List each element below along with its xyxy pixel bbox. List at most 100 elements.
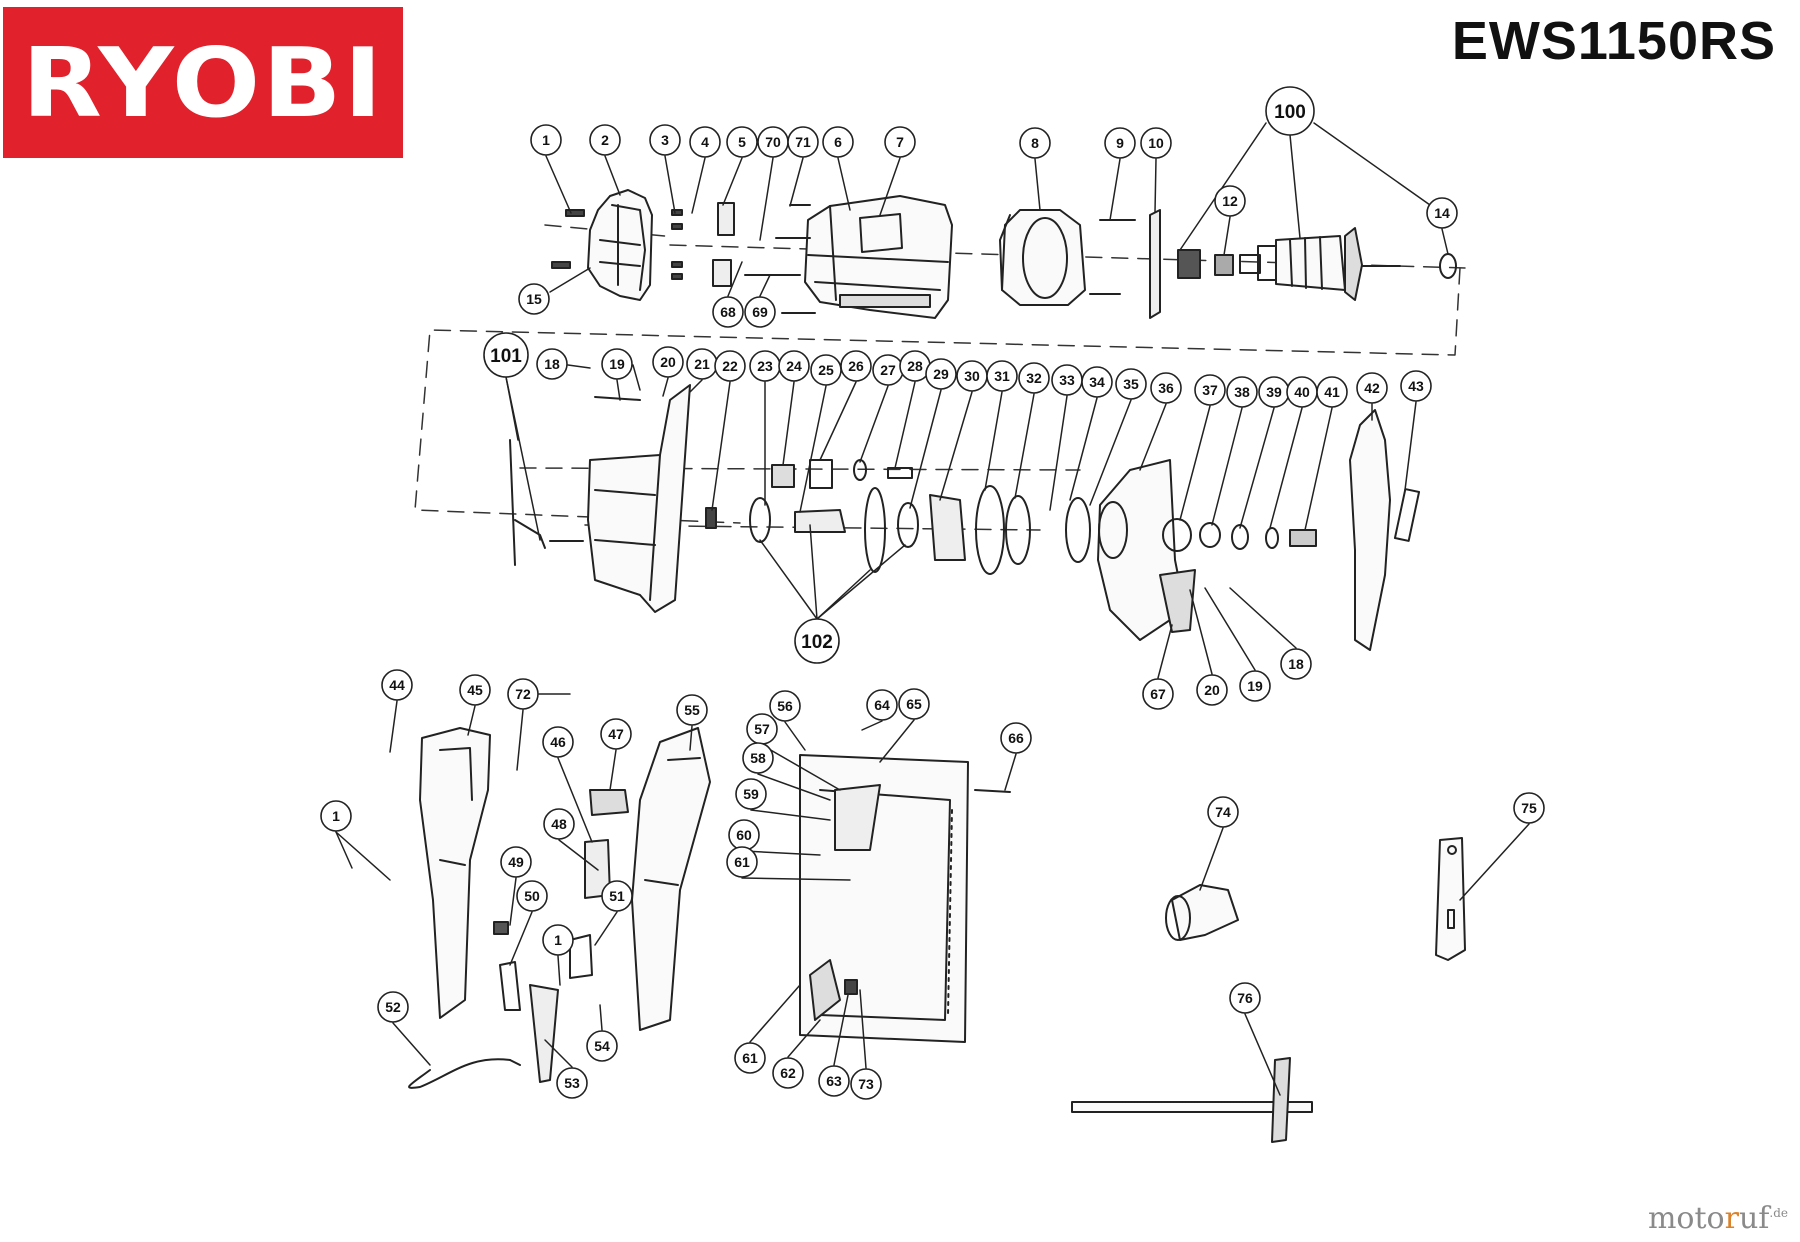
armature-part — [1177, 227, 1457, 301]
callout-circle — [744, 296, 776, 328]
dust-adapter-part — [1165, 884, 1239, 941]
callout-c101: 101 — [483, 332, 529, 378]
brush-holders-part — [712, 202, 735, 287]
callout-number: 48 — [551, 816, 567, 832]
callout-c28: 28 — [899, 350, 931, 382]
callout-circle — [1207, 796, 1239, 828]
callout-c24: 24 — [778, 350, 810, 382]
leader-line — [544, 1039, 573, 1068]
callout-c18b: 18 — [1280, 648, 1312, 680]
callout-number: 25 — [818, 362, 834, 378]
leader-line — [662, 377, 669, 397]
callout-c1b: 1 — [320, 800, 352, 832]
leader-line — [879, 719, 915, 763]
leader-line — [749, 984, 801, 1043]
leader-line — [691, 157, 706, 214]
callout-number: 12 — [1222, 193, 1238, 209]
leader-line — [557, 955, 561, 986]
callout-number: 1 — [554, 932, 562, 948]
callout-c71: 71 — [787, 126, 819, 158]
callout-c1: 1 — [530, 124, 562, 156]
leader-line — [1157, 624, 1173, 679]
callout-number: 14 — [1434, 205, 1450, 221]
leader-line — [335, 831, 391, 881]
callout-circle — [818, 1065, 850, 1097]
callout-c15: 15 — [518, 283, 550, 315]
callout-circle — [1426, 197, 1458, 229]
callout-number: 3 — [661, 132, 669, 148]
callout-c41: 41 — [1316, 376, 1348, 408]
callout-c65: 65 — [898, 688, 930, 720]
callout-c43: 43 — [1400, 370, 1432, 402]
callout-number: 33 — [1059, 372, 1075, 388]
callout-c1c: 1 — [542, 924, 574, 956]
callout-circle — [542, 726, 574, 758]
screws-top-left — [551, 209, 683, 280]
leader-line — [787, 1019, 821, 1058]
callout-c4: 4 — [689, 126, 721, 158]
callout-number: 20 — [1204, 682, 1220, 698]
leader-line — [819, 381, 857, 461]
callout-c27: 27 — [872, 354, 904, 386]
leader-line — [1404, 401, 1417, 491]
callout-number: 100 — [1274, 102, 1306, 123]
callout-number: 44 — [389, 677, 405, 693]
callout-circle — [726, 126, 758, 158]
callout-circle — [530, 124, 562, 156]
leader-line — [1199, 827, 1224, 891]
callout-number: 20 — [660, 354, 676, 370]
callout-circle — [778, 350, 810, 382]
callout-circle — [1140, 127, 1172, 159]
callout-c26: 26 — [840, 350, 872, 382]
callout-circle — [772, 1057, 804, 1089]
leader-line — [727, 261, 743, 297]
callout-number: 1 — [332, 808, 340, 824]
callout-circle — [925, 358, 957, 390]
callout-number: 55 — [684, 702, 700, 718]
callout-number: 40 — [1294, 384, 1310, 400]
callout-circle — [1280, 648, 1312, 680]
leader-line — [509, 911, 533, 966]
callout-number: 68 — [720, 304, 736, 320]
callout-circle — [714, 350, 746, 382]
callout-circle — [507, 678, 539, 710]
callout-c66: 66 — [1000, 722, 1032, 754]
callout-circle — [735, 778, 767, 810]
callout-circle — [726, 846, 758, 878]
callout-number: 28 — [907, 358, 923, 374]
callout-circle — [649, 124, 681, 156]
callout-number: 27 — [880, 362, 896, 378]
callout-c46: 46 — [542, 726, 574, 758]
watermark-accent: r — [1724, 1201, 1739, 1236]
callout-number: 7 — [896, 134, 904, 150]
spindle-parts — [1162, 518, 1317, 552]
callout-number: 51 — [609, 888, 625, 904]
leader-line — [1139, 403, 1167, 471]
gear-housing-part — [587, 384, 691, 613]
callout-number: 73 — [858, 1076, 874, 1092]
callout-number: 59 — [743, 786, 759, 802]
callout-circle — [1226, 376, 1258, 408]
callout-circle — [459, 674, 491, 706]
callout-circle — [589, 124, 621, 156]
callout-number: 5 — [738, 134, 746, 150]
callout-circle — [986, 360, 1018, 392]
leader-line — [1244, 1013, 1281, 1096]
callout-circle — [500, 846, 532, 878]
callout-circle — [586, 1030, 618, 1062]
callout-circle — [822, 126, 854, 158]
callout-c60: 60 — [728, 819, 760, 851]
callout-number: 8 — [1031, 135, 1039, 151]
callout-number: 63 — [826, 1073, 842, 1089]
callout-circle — [1194, 374, 1226, 406]
callout-c33: 33 — [1051, 364, 1083, 396]
callout-number: 26 — [848, 358, 864, 374]
callout-c76: 76 — [1229, 982, 1261, 1014]
callout-number: 64 — [874, 697, 890, 713]
callout-number: 67 — [1150, 686, 1166, 702]
callout-c21: 21 — [686, 348, 718, 380]
callout-number: 75 — [1521, 800, 1537, 816]
callout-c7: 7 — [884, 126, 916, 158]
callout-c45: 45 — [459, 674, 491, 706]
parallel-guide-part — [1071, 1057, 1313, 1143]
